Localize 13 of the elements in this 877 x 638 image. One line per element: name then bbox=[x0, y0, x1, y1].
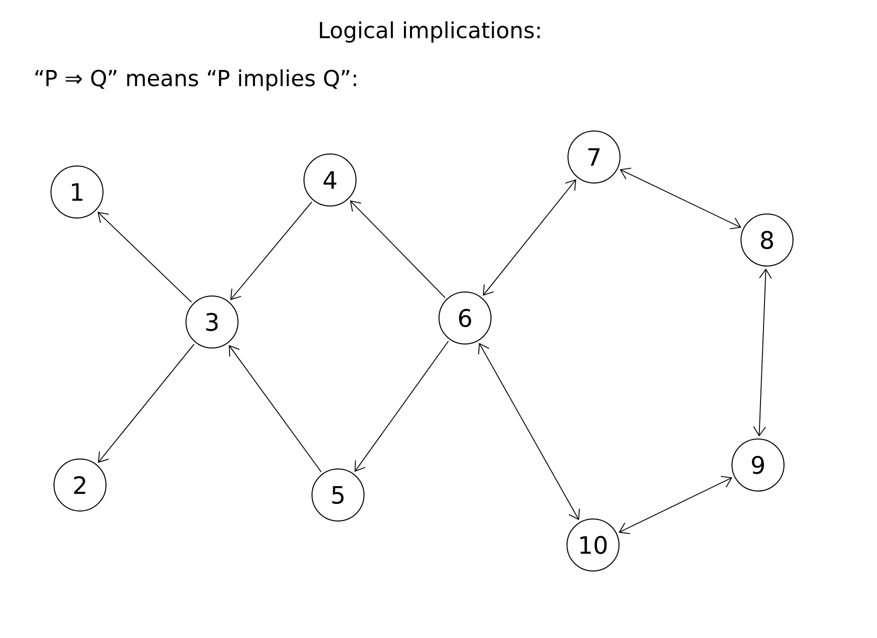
arrow bbox=[618, 476, 732, 534]
arrow bbox=[350, 200, 446, 298]
arrow bbox=[620, 168, 742, 230]
title: Logical implications: bbox=[320, 21, 540, 43]
arrow bbox=[98, 344, 195, 463]
arrow bbox=[98, 212, 192, 303]
arrow bbox=[228, 345, 322, 472]
arrow bbox=[478, 342, 580, 520]
note: “P ⇒ Q” means “P implies Q”: bbox=[35, 69, 356, 91]
arrow bbox=[354, 340, 449, 472]
arrow bbox=[482, 179, 576, 296]
arrow bbox=[230, 201, 312, 300]
arrow bbox=[753, 268, 772, 437]
